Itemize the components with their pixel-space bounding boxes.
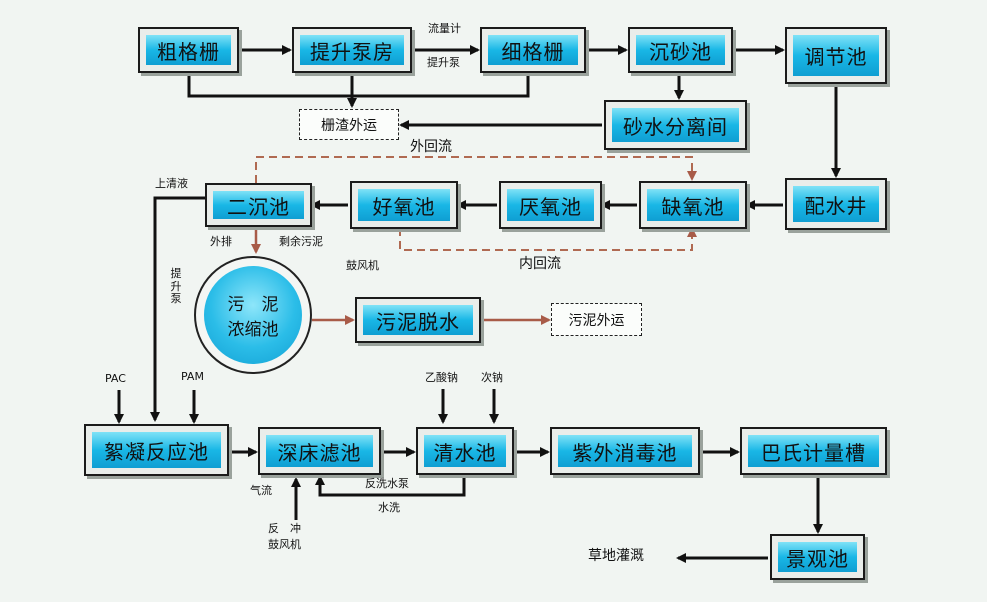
unit-label: 配水井 xyxy=(793,186,879,222)
unit-parshall-flume: 巴氏计量槽 xyxy=(740,427,887,475)
label-external-reflux: 外回流 xyxy=(410,139,452,155)
line-backwash-water xyxy=(315,474,466,497)
unit-equalization-tank: 调节池 xyxy=(785,27,887,84)
unit-label: 清水池 xyxy=(424,435,506,467)
label-pac: PAC xyxy=(105,372,126,385)
unit-deep-bed-filter: 深床滤池 xyxy=(258,427,381,475)
output-lawn-irrigation: 草地灌溉 xyxy=(588,548,644,564)
label-lift-pump-vertical: 提升泵 xyxy=(170,267,182,306)
unit-label: 紫外消毒池 xyxy=(558,435,692,467)
unit-lift-pump-room: 提升泵房 xyxy=(292,27,412,73)
unit-label: 调节池 xyxy=(793,35,879,76)
unit-label: 沉砂池 xyxy=(636,35,725,65)
unit-coarse-screen: 粗格栅 xyxy=(138,27,239,73)
output-sludge: 污泥外运 xyxy=(551,303,642,336)
unit-distribution-well: 配水井 xyxy=(785,178,887,230)
label-backwash-pump: 反洗水泵 xyxy=(365,477,409,490)
unit-sludge-dewatering: 污泥脱水 xyxy=(355,297,481,343)
unit-label: 絮凝反应池 xyxy=(92,432,221,468)
line-external-reflux xyxy=(255,156,697,183)
label-pam: PAM xyxy=(181,370,204,383)
unit-label: 景观池 xyxy=(778,542,857,572)
unit-label: 提升泵房 xyxy=(300,35,404,65)
unit-anoxic-tank: 缺氧池 xyxy=(639,181,747,229)
unit-label: 砂水分离间 xyxy=(612,108,739,142)
unit-label: 深床滤池 xyxy=(266,435,373,467)
unit-sand-water-separation: 砂水分离间 xyxy=(604,100,747,150)
unit-fine-screen: 细格栅 xyxy=(480,27,586,73)
unit-flocculation-tank: 絮凝反应池 xyxy=(84,424,229,476)
label-water-wash: 水洗 xyxy=(378,501,400,514)
unit-label: 厌氧池 xyxy=(507,189,594,221)
unit-aerobic-tank: 好氧池 xyxy=(350,181,458,229)
unit-label: 好氧池 xyxy=(358,189,450,221)
line-screenings-collector xyxy=(187,73,530,98)
unit-grit-chamber: 沉砂池 xyxy=(628,27,733,73)
unit-label: 粗格栅 xyxy=(146,35,231,65)
unit-sludge-thickener: 污 泥 浓缩池 xyxy=(194,256,312,374)
unit-landscape-pond: 景观池 xyxy=(770,534,865,580)
label-excess-sludge: 剩余污泥 xyxy=(279,235,323,248)
label-lift-pump: 提升泵 xyxy=(427,56,460,69)
label-backwash-line1: 反 冲 xyxy=(268,522,301,535)
label-backwash-line2: 鼓风机 xyxy=(268,538,301,551)
label-air-flow: 气流 xyxy=(250,484,272,497)
unit-label: 污泥脱水 xyxy=(363,305,473,335)
label-internal-reflux: 内回流 xyxy=(519,256,561,272)
label-flow-meter: 流量计 xyxy=(428,22,461,35)
unit-label: 缺氧池 xyxy=(647,189,739,221)
label-hypochlorite: 次钠 xyxy=(481,371,503,384)
unit-uv-disinfection: 紫外消毒池 xyxy=(550,427,700,475)
label-supernatant: 上清液 xyxy=(155,177,188,190)
unit-anaerobic-tank: 厌氧池 xyxy=(499,181,602,229)
unit-label: 二沉池 xyxy=(213,191,304,219)
line-internal-reflux xyxy=(399,227,697,251)
thickener-label-line1: 污 泥 xyxy=(227,295,279,315)
line-supernatant-return xyxy=(150,196,205,422)
label-sodium-acetate: 乙酸钠 xyxy=(425,371,458,384)
unit-clear-water-tank: 清水池 xyxy=(416,427,514,475)
label-blower: 鼓风机 xyxy=(346,259,379,272)
unit-label: 细格栅 xyxy=(488,35,578,65)
unit-secondary-clarifier: 二沉池 xyxy=(205,183,312,227)
output-screenings: 栅渣外运 xyxy=(299,109,399,140)
label-discharge: 外排 xyxy=(210,235,232,248)
unit-label: 巴氏计量槽 xyxy=(748,435,879,467)
thickener-label-line2: 浓缩池 xyxy=(227,320,279,340)
